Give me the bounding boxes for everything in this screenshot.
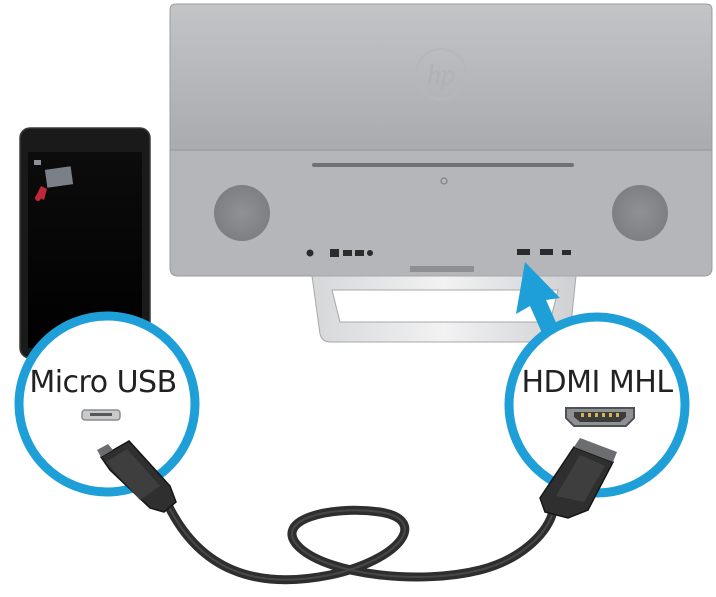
lock-slot-icon <box>440 177 448 185</box>
monitor-right-ports <box>517 249 571 255</box>
right-speaker-grille <box>612 185 668 241</box>
mhl-cable <box>97 438 617 585</box>
micro-usb-callout-ring <box>14 311 200 497</box>
monitor-rear-view: hp <box>169 3 713 343</box>
connection-arrow <box>516 262 562 342</box>
mhl-cable-wire <box>163 500 557 585</box>
audio-port-icon <box>367 250 373 256</box>
usb-port-icon <box>355 250 364 256</box>
displayport-icon <box>562 250 571 255</box>
hp-logo-text: hp <box>427 60 455 91</box>
hdmi-plug <box>539 438 617 519</box>
micro-usb-callout: Micro USB <box>14 311 200 497</box>
monitor-left-ports <box>306 249 373 257</box>
micro-usb-plug <box>97 440 177 513</box>
stand-hinge <box>410 266 474 272</box>
micro-usb-label: Micro USB <box>29 365 176 400</box>
monitor-vent-slot <box>312 163 574 167</box>
left-speaker-grille <box>214 185 270 241</box>
monitor-connector-housing <box>169 149 713 277</box>
usb-port-icon <box>330 249 339 257</box>
hdmi-mhl-callout: HDMI MHL <box>504 312 690 498</box>
hdmi-port-icon <box>540 249 553 255</box>
power-port-icon <box>306 249 314 257</box>
media-app-icon <box>34 160 74 201</box>
hp-logo: hp <box>415 48 467 100</box>
usb-port-icon <box>343 250 352 256</box>
hdmi-mhl-port-icon <box>517 249 530 255</box>
hdmi-mhl-label: HDMI MHL <box>521 365 673 400</box>
